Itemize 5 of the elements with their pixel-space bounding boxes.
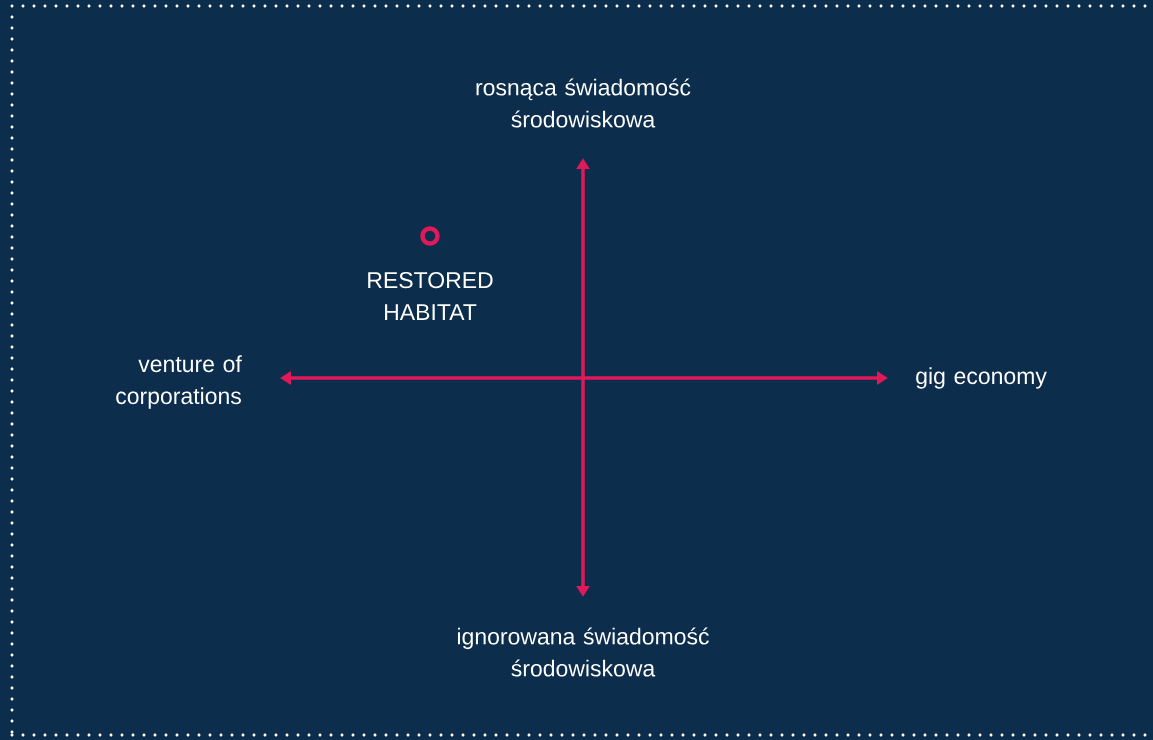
point-label: RESTORED HABITAT bbox=[368, 272, 493, 321]
axis-label: ignorowana świadomość środowiskowa bbox=[458, 627, 709, 677]
axis-label: gig economy bbox=[916, 367, 1047, 389]
axis-label: venture of corporations bbox=[116, 355, 242, 409]
axis-label: rosnąca świadomość środowiskowa bbox=[476, 78, 691, 128]
